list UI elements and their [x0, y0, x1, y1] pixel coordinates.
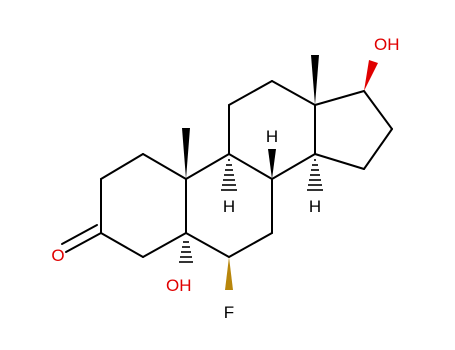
- c10-methyl-wedge: [182, 128, 190, 179]
- fluorine-label: F: [224, 303, 234, 322]
- c9-hydrogen-hashed-bond: [221, 159, 237, 191]
- c9-hydrogen-label: H: [223, 197, 235, 216]
- c6-fluorine-wedge: [225, 257, 233, 290]
- ring-d: [314, 90, 393, 170]
- ring-c: [228, 80, 316, 180]
- ring-a: [100, 153, 187, 258]
- hydroxyl-top-label: OH: [374, 35, 400, 54]
- ketone-oxygen-label: O: [51, 246, 64, 265]
- c13-methyl-wedge: [311, 55, 319, 105]
- c8-hydrogen-label: H: [266, 127, 278, 146]
- ring-b: [185, 153, 273, 258]
- c17-hydroxyl-wedge: [364, 60, 378, 91]
- c8-hydrogen-wedge: [268, 149, 276, 179]
- c14-hydrogen-hashed-bond: [307, 159, 323, 191]
- c14-hydrogen-label: H: [309, 197, 321, 216]
- ketone-double-bond: [61, 224, 102, 253]
- c5-hydroxyl-hashed-bond: [179, 241, 193, 263]
- hydroxyl-bottom-label: OH: [166, 276, 192, 295]
